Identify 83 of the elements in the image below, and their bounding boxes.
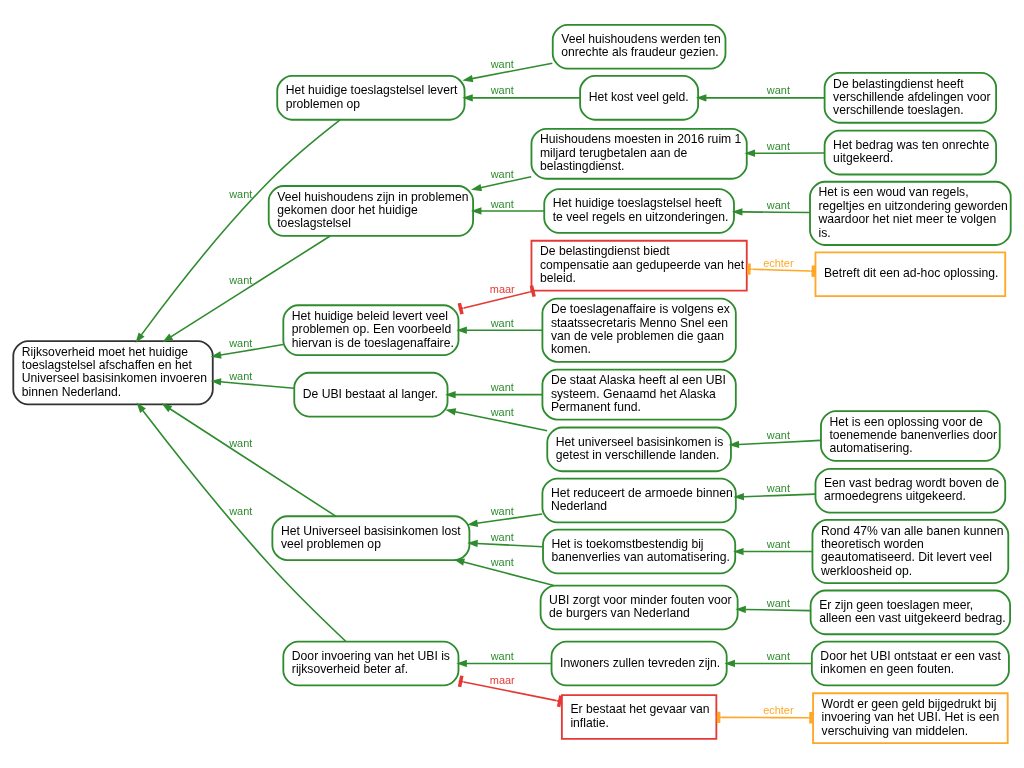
- node-box: Het is een woud van regels, regeltjes en uitzondering geworden waardoor het niet meer te volgen is.: [809, 180, 1012, 246]
- connector: [457, 285, 536, 315]
- node-box: Het huidige toeslagstelsel levert problemen op: [276, 75, 466, 121]
- node-box: Veel huishoudens werden ten onrechte als fraudeur gezien.: [551, 23, 727, 70]
- edge-label: want: [490, 405, 514, 418]
- arrow: [695, 94, 825, 102]
- node-box: Er zijn geen toeslagen meer, alleen een vast uitgekeerd bedrag.: [809, 589, 1011, 636]
- node-box: Huishoudens moesten in 2016 ruim 1 miljard terugbetalen aan de belastingdienst.: [530, 127, 748, 180]
- arrow: [470, 207, 545, 215]
- node-box: De UBI bestaat al langer.: [293, 371, 449, 418]
- node-box: Er bestaat het gevaar van inflatie.: [560, 694, 718, 740]
- edge-label: want: [490, 381, 514, 394]
- arrow: [462, 94, 581, 102]
- edge-label: want: [766, 596, 790, 609]
- node-box: Het Universeel basisinkomen lost veel problemen op: [271, 515, 471, 561]
- arrow: [733, 547, 814, 556]
- arrow: [735, 605, 812, 614]
- arrow: [456, 659, 553, 668]
- arrow: [445, 408, 548, 432]
- edge-label: maar: [489, 282, 515, 295]
- edge-label: want: [766, 482, 790, 495]
- node-box: De toeslagenaffaire is volgens ex staatssecretaris Menno Snel een van de vele problemen die gaan komen.: [541, 297, 737, 363]
- edge-label: want: [229, 337, 253, 350]
- edge-label: want: [766, 538, 790, 551]
- arrow: [744, 149, 825, 157]
- arrow: [136, 402, 347, 642]
- arrow: [467, 513, 543, 527]
- node-box: Het universeel basisinkomen is getest in verschillende landen.: [546, 426, 732, 473]
- node-box: Het huidige beleid levert veel problemen op. Een voorbeeld hiervan is de toeslagenaffaire.: [282, 304, 460, 357]
- arrow: [161, 403, 337, 517]
- edge-label: want: [229, 437, 253, 450]
- arrow: [731, 208, 811, 216]
- node-box: Het is een oplossing voor de toenemende banenverlies door automatisering.: [820, 410, 1001, 462]
- arrow: [456, 326, 543, 334]
- arrow: [724, 659, 813, 668]
- node-box: Het kost veel geld.: [579, 75, 699, 121]
- arrow: [135, 119, 341, 343]
- node-box: Het reduceert de armoede binnen Nederland: [541, 477, 737, 524]
- arrow: [467, 539, 544, 548]
- edge-label: echter: [763, 703, 794, 716]
- arrow: [733, 493, 817, 501]
- edge-label: want: [490, 168, 514, 181]
- node-box: Veel huishoudens zijn in problemen gekomen door het huidige toeslagstelsel: [267, 185, 474, 237]
- node-box: De belastingdienst heeft verschillende afdelingen voor verschillende toeslagen.: [823, 72, 998, 124]
- node-box: Wordt er geen geld bijgedrukt bij invoering van het UBI. Het is een verschuiving van middelen.: [812, 692, 1009, 745]
- edge-label: want: [766, 650, 790, 663]
- node-box: Inwoners zullen tevreden zijn.: [550, 640, 728, 687]
- edge-label: want: [229, 187, 253, 200]
- arrow: [210, 343, 285, 359]
- edge-label: want: [490, 57, 514, 70]
- arrow: [210, 378, 295, 389]
- edge-label: want: [490, 530, 514, 543]
- edge-label: want: [229, 370, 253, 383]
- node-box: Door het UBI ontstaat er een vast inkomen en geen fouten.: [810, 640, 1010, 687]
- node-box: De staat Alaska heeft al een UBI systeem. Genaamd het Alaska Permanent fund.: [541, 368, 737, 421]
- edge-label: want: [766, 428, 790, 441]
- edge-label: want: [766, 84, 790, 97]
- edge-label: want: [490, 556, 514, 569]
- edge-label: want: [229, 505, 253, 518]
- arrow: [462, 62, 554, 83]
- node-box: Het bedrag was ten onrechte uitgekeerd.: [823, 129, 998, 176]
- edge-label: want: [490, 84, 514, 97]
- arrow: [728, 439, 822, 449]
- edge-label: want: [766, 140, 790, 153]
- node-box: Het is toekomstbestendig bij banenverlies van automatisering.: [542, 528, 737, 575]
- edge-label: want: [766, 198, 790, 211]
- edge-label: maar: [489, 674, 515, 687]
- edge-label: want: [490, 505, 514, 518]
- arrow: [445, 390, 544, 399]
- node-box: Een vast bedrag wordt boven de armoedegrens uitgekeerd.: [814, 467, 1007, 514]
- edge-label: want: [490, 650, 514, 663]
- edge-label: want: [229, 274, 253, 287]
- node-box: Rijksoverheid moet het huidige toeslagstelsel afschaffen en het Universeel basisinkomen invoeren binnen Nederland.: [12, 340, 214, 406]
- arrow: [162, 235, 331, 343]
- node-box: Het huidige toeslagstelsel heeft te veel regels en uitzonderingen.: [543, 188, 735, 234]
- edge-label: echter: [763, 257, 794, 270]
- node-box: Betreft dit een ad-hoc oplossing.: [814, 251, 1007, 298]
- edge-label: want: [490, 197, 514, 210]
- node-box: UBI zorgt voor minder fouten voor de burgers van Nederland: [539, 584, 739, 631]
- edge-label: want: [490, 316, 514, 329]
- node-box: Rond 47% van alle banen kunnen theoretisch worden geautomatiseerd. Dit levert veel werkloosheid op.: [811, 519, 1010, 585]
- node-box: Door invoering van het UBI is rijksoverheid beter af.: [282, 640, 460, 687]
- arrow: [471, 175, 532, 192]
